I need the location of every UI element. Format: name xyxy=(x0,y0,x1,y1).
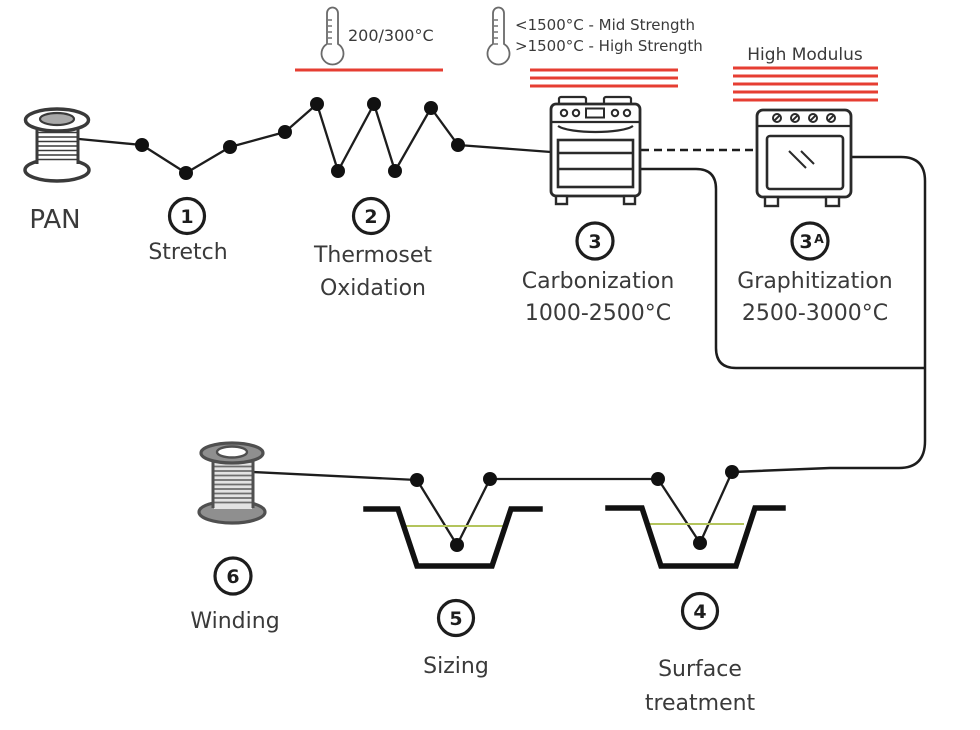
pan-spool-icon xyxy=(23,107,91,183)
step-6-badge: 6 xyxy=(213,556,253,596)
step-3a-badge: 3 A xyxy=(790,221,830,261)
roller-dots-top xyxy=(135,97,465,180)
carbonization-temp: 1000-2500°C xyxy=(525,301,671,326)
svg-text:A: A xyxy=(814,231,824,246)
svg-text:5: 5 xyxy=(449,608,462,630)
roller-dot xyxy=(278,125,292,139)
oxidation-temp: 200/300°C xyxy=(348,26,434,45)
roller-dot xyxy=(451,138,465,152)
roller-dot xyxy=(424,101,438,115)
winding-label: Winding xyxy=(190,609,279,634)
roller-dot xyxy=(725,465,739,479)
step-3-badge: 3 xyxy=(575,221,615,261)
roller-dot xyxy=(367,97,381,111)
carbonization-oven-icon xyxy=(549,95,642,206)
graphitization-temp: 2500-3000°C xyxy=(742,301,888,326)
surface-treatment-bath-icon xyxy=(605,505,786,569)
heat-lines-graphitization xyxy=(733,66,878,102)
svg-text:3: 3 xyxy=(799,231,812,253)
roller-dot xyxy=(693,536,707,550)
stretch-label: Stretch xyxy=(148,240,227,265)
roller-dot xyxy=(135,138,149,152)
carbonization-output-pipe xyxy=(640,167,925,370)
svg-text:6: 6 xyxy=(226,566,239,588)
step-4-badge: 4 xyxy=(680,591,720,631)
thermoset-label-line2: Oxidation xyxy=(320,276,426,301)
carbonization-note2: >1500°C - High Strength xyxy=(515,37,703,55)
carbonization-label: Carbonization xyxy=(522,269,675,294)
graphitization-output-pipe xyxy=(732,155,927,474)
thermometer-icon xyxy=(486,6,511,66)
svg-text:2: 2 xyxy=(364,206,377,228)
svg-text:1: 1 xyxy=(180,206,193,228)
surface-label-line2: treatment xyxy=(645,691,756,716)
roller-dot xyxy=(483,472,497,486)
thermoset-label-line1: Thermoset xyxy=(313,243,432,268)
roller-dot xyxy=(651,472,665,486)
winding-spool-icon xyxy=(197,441,267,525)
roller-dot xyxy=(450,538,464,552)
surface-label-line1: Surface xyxy=(658,657,742,682)
roller-dot xyxy=(388,164,402,178)
roller-dot xyxy=(310,97,324,111)
sizing-bath-icon xyxy=(363,506,543,569)
sizing-label: Sizing xyxy=(423,654,489,679)
roller-dot xyxy=(331,164,345,178)
pan-label: PAN xyxy=(29,205,80,235)
svg-text:3: 3 xyxy=(588,231,601,253)
thermometer-icon xyxy=(320,6,345,66)
step-2-badge: 2 xyxy=(351,196,391,236)
graphitization-oven-icon xyxy=(755,108,853,208)
svg-text:4: 4 xyxy=(693,601,706,623)
graphitization-label: Graphitization xyxy=(737,269,893,294)
step-5-badge: 5 xyxy=(436,598,476,638)
step-1-badge: 1 xyxy=(167,196,207,236)
roller-dot xyxy=(223,140,237,154)
fiber-thread-top xyxy=(78,102,552,175)
graphitization-note: High Modulus xyxy=(747,45,863,65)
carbonization-note1: <1500°C - Mid Strength xyxy=(515,16,695,34)
roller-dot xyxy=(410,473,424,487)
roller-dot xyxy=(179,166,193,180)
roller-dots-bottom xyxy=(410,465,739,552)
heat-lines-carbonization xyxy=(530,68,678,88)
